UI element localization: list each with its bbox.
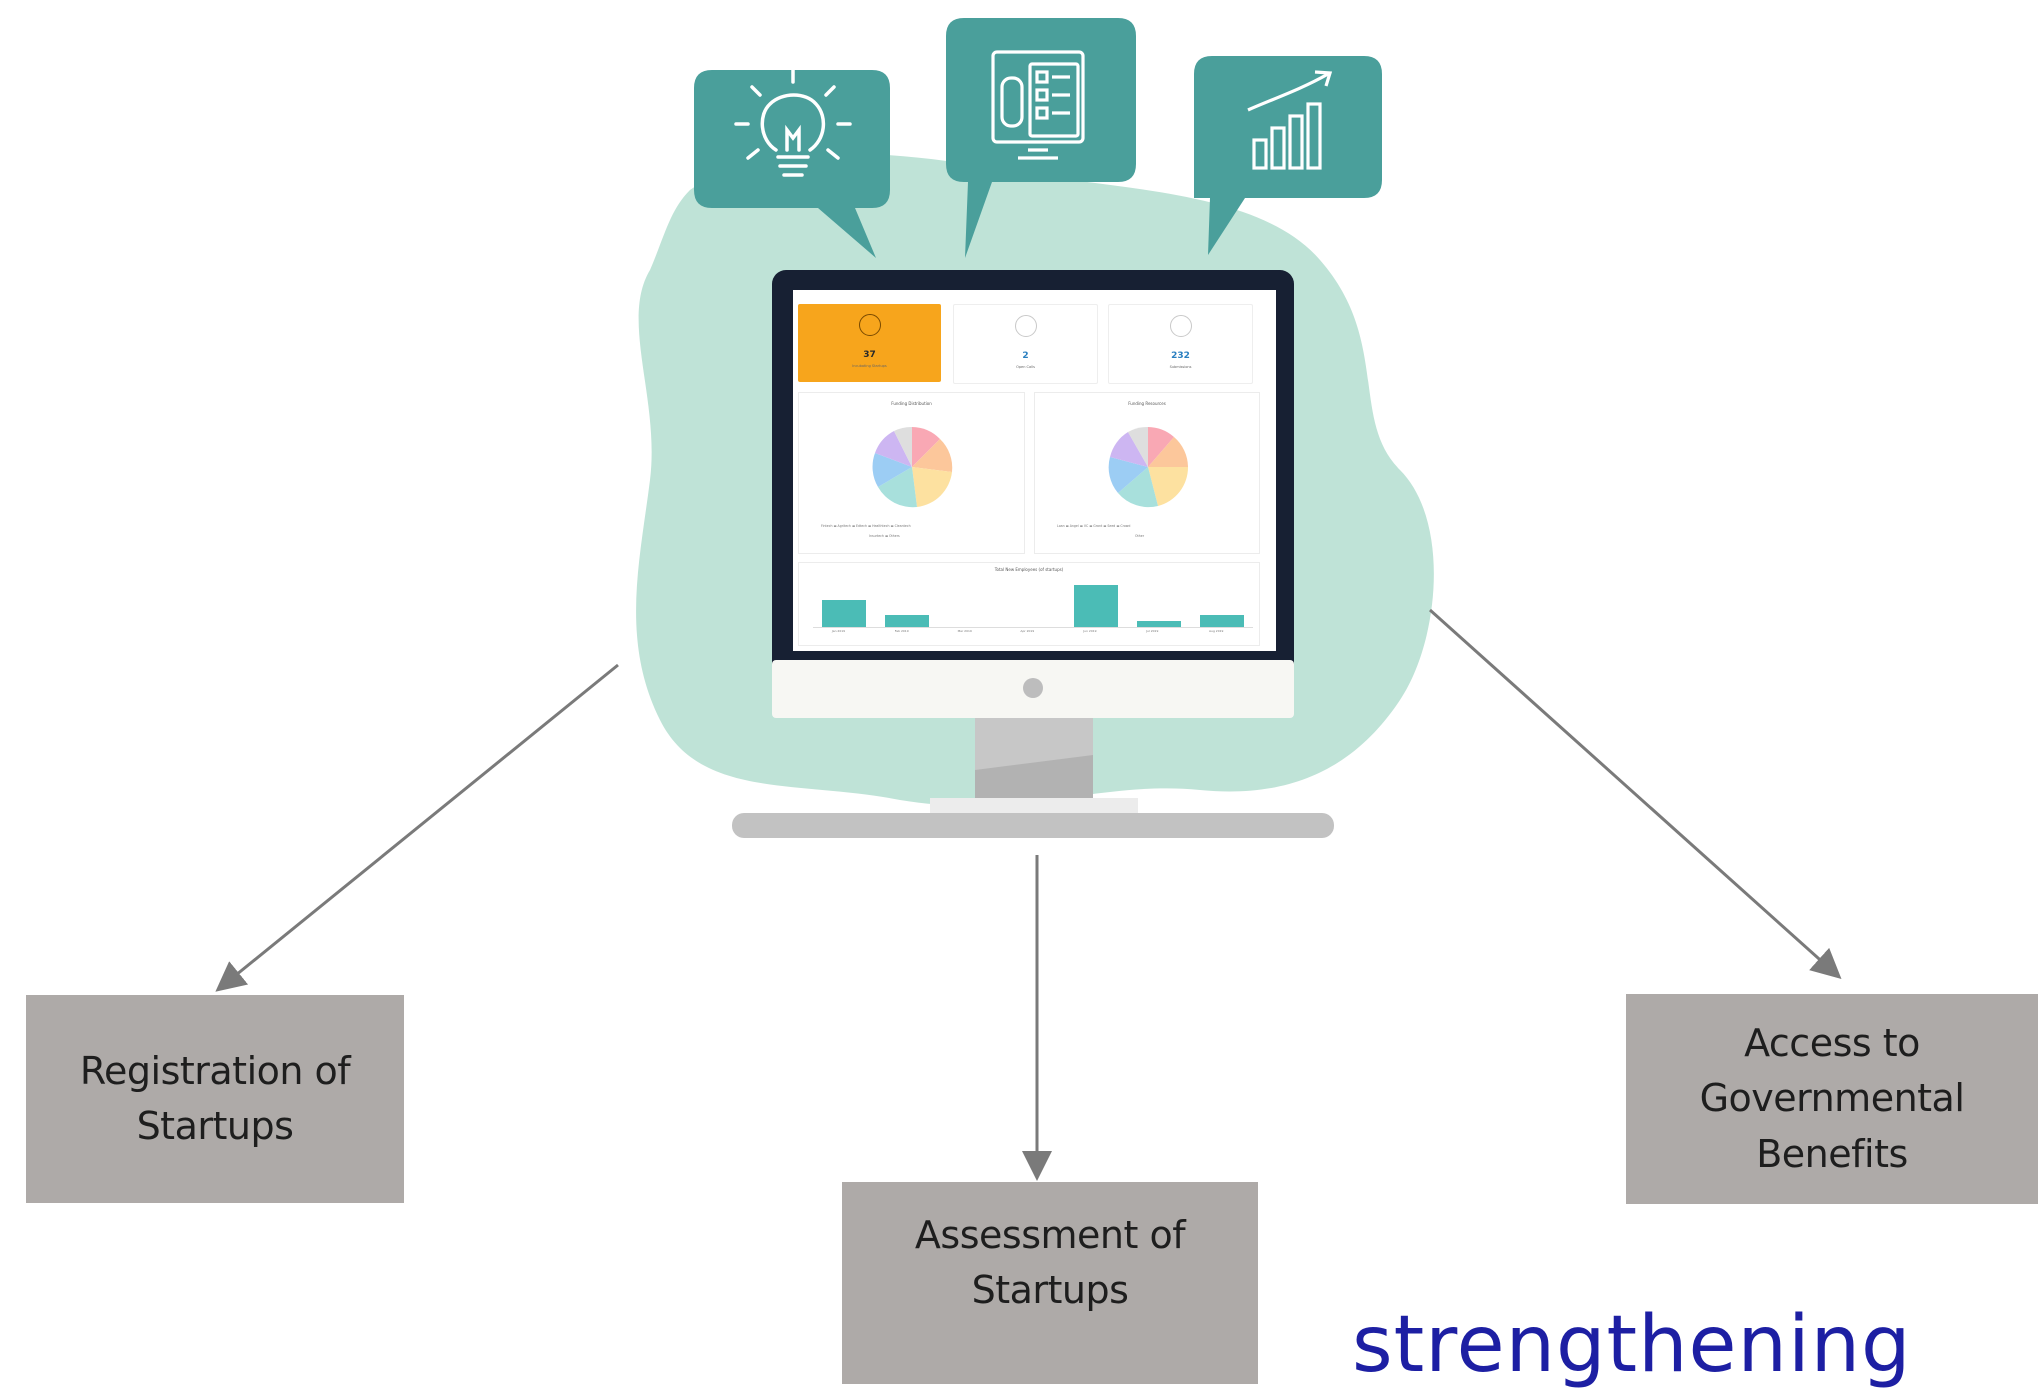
box-line: Registration of xyxy=(79,1048,351,1093)
bar-title: Total New Employees (of startups) xyxy=(994,567,1064,572)
kpi-label: Incubating Startups xyxy=(852,364,887,368)
bar-x-label: Mar 2019 xyxy=(957,629,972,633)
bar-chart-x-labels: Jan 2019 Feb 2019 Mar 2019 Apr 2019 Jun 2019… xyxy=(813,629,1253,639)
bar xyxy=(1199,615,1244,627)
box-line: Startups xyxy=(971,1268,1129,1312)
box-line: Benefits xyxy=(1756,1131,1908,1176)
bar-chart-area xyxy=(813,579,1253,628)
kpi-value: 2 xyxy=(1022,351,1029,361)
bar-x-label: Aug 2019 xyxy=(1209,629,1224,633)
kpi-label: Submissions xyxy=(1169,365,1192,369)
bubble-lightbulb xyxy=(694,68,890,258)
bar-x-label: Feb 2019 xyxy=(894,629,909,633)
bar xyxy=(1073,585,1118,627)
bar xyxy=(885,615,930,627)
pie-panel-right: Funding Resources Loan ▬ Angel ▬ VC ▬ Gr… xyxy=(1034,392,1260,554)
pie-legend: Loan ▬ Angel ▬ VC ▬ Grant ▬ Seed ▬ Crowd xyxy=(1057,524,1131,528)
pie-legend: Fintech ▬ Agritech ▬ Edtech ▬ Healthtech… xyxy=(821,524,911,528)
kpi-card-incubating: 37 Incubating Startups xyxy=(798,304,941,382)
box-line: Assessment of xyxy=(914,1212,1186,1257)
dashboard-screen: 37 Incubating Startups 2 Open Calls 232 … xyxy=(793,290,1276,651)
bar-x-label: Jan 2019 xyxy=(831,629,846,633)
arrow-to-registration xyxy=(215,663,619,992)
kpi-card-open-calls: 2 Open Calls xyxy=(953,304,1098,384)
bubble-growth xyxy=(1194,56,1382,255)
bar xyxy=(1136,621,1181,627)
pie-legend-row2: Insurtech ▬ Others xyxy=(869,534,900,538)
box-line: Startups xyxy=(136,1104,294,1148)
pie-legend-row2: Other xyxy=(1135,534,1145,538)
kpi-label: Open Calls xyxy=(1016,365,1035,369)
pie-chart-left xyxy=(872,426,953,508)
bar xyxy=(822,600,867,627)
box-line: Access to xyxy=(1744,1021,1920,1066)
bar-x-label: Apr 2019 xyxy=(1020,629,1035,633)
bubble-checklist xyxy=(946,18,1136,258)
box-registration-of-startups: Registration of Startups xyxy=(26,995,404,1203)
lightbulb-icon xyxy=(858,314,881,336)
box-assessment-of-startups: Assessment of Startups xyxy=(842,1182,1258,1384)
bar-x-label: Jul 2019 xyxy=(1146,629,1159,633)
bar-panel: Total New Employees (of startups) Jan 20… xyxy=(798,562,1260,646)
kpi-card-submissions: 232 Submissions xyxy=(1108,304,1253,384)
pie-title: Funding Resources xyxy=(1128,401,1166,406)
document-icon xyxy=(1014,315,1037,337)
checklist-monitor-icon xyxy=(991,50,1085,160)
kpi-value: 232 xyxy=(1171,351,1190,361)
pie-title: Funding Distribution xyxy=(891,401,932,406)
bottom-caption: strengthening xyxy=(1352,1300,1912,1390)
arrow-to-access xyxy=(1428,608,1842,980)
growth-chart-icon xyxy=(1247,70,1333,170)
bar-x-label: Jun 2019 xyxy=(1083,629,1097,633)
pie-chart-right xyxy=(1108,426,1189,508)
kpi-value: 37 xyxy=(863,350,876,360)
pie-panel-left: Funding Distribution Fintech ▬ Agritech … xyxy=(798,392,1025,554)
lightbulb-icon xyxy=(734,68,852,177)
box-line: Governmental xyxy=(1699,1076,1965,1121)
document-icon xyxy=(1169,315,1192,337)
